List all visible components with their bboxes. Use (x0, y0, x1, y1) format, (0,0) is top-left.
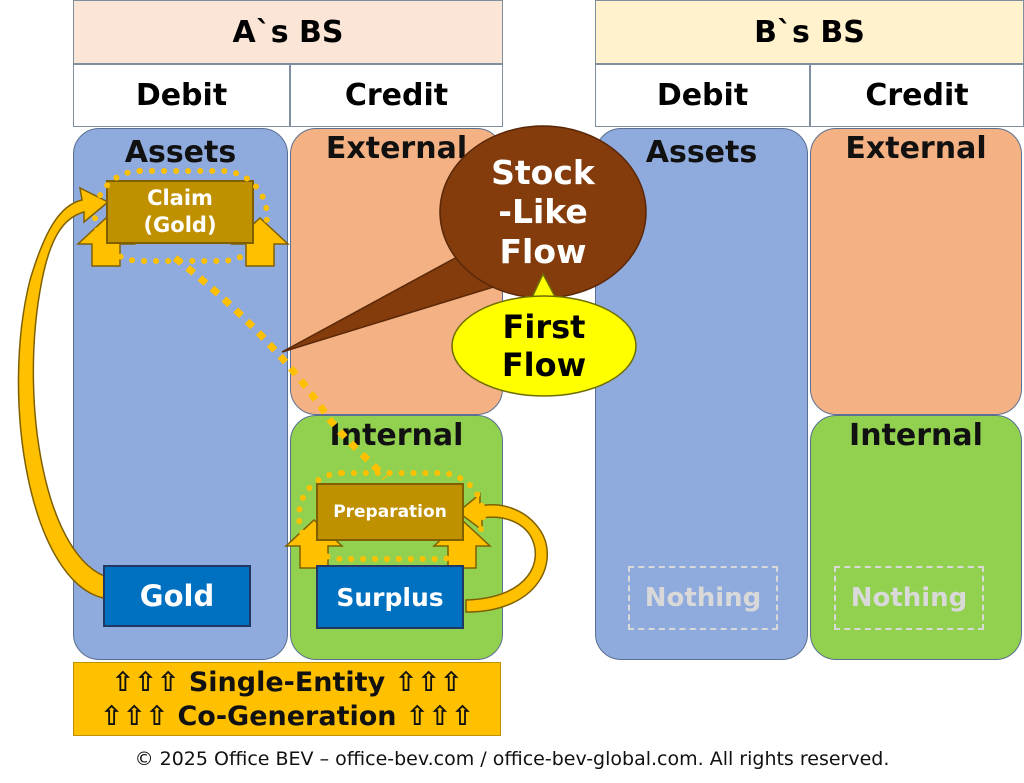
b-external-label: External (845, 131, 987, 166)
first-line2: Flow (501, 346, 587, 384)
a-bs-debit-header: Debit (73, 64, 290, 127)
banner-line2: ⇧⇧⇧ Co-Generation ⇧⇧⇧ (100, 701, 474, 732)
surplus-text: Surplus (336, 582, 444, 612)
a-bs-debit-text: Debit (135, 78, 228, 113)
b-assets-nothing-text: Nothing (644, 583, 762, 613)
b-internal-label: Internal (849, 418, 983, 453)
b-bs-credit-text: Credit (865, 78, 969, 113)
copyright-text: © 2025 Office BEV – office-bev.com / off… (134, 748, 890, 770)
first-flow-text: First Flow (470, 300, 618, 392)
stock-line3: Flow (499, 231, 587, 271)
b-bs-title: B`s BS (595, 0, 1024, 64)
banner-line1: ⇧⇧⇧ Single-Entity ⇧⇧⇧ (111, 667, 463, 698)
a-external-label: External (325, 131, 468, 166)
surplus-box: Surplus (316, 565, 464, 629)
stock-like-flow-text: Stock -Like Flow (460, 142, 626, 282)
gold-text: Gold (139, 579, 215, 613)
claim-dotted-outline (92, 168, 270, 264)
b-internal-nothing: Nothing (834, 566, 984, 630)
a-bs-credit-header: Credit (290, 64, 503, 127)
first-line1: First (502, 307, 586, 346)
preparation-dotted-outline (296, 470, 486, 562)
copyright-footer: © 2025 Office BEV – office-bev.com / off… (0, 742, 1024, 776)
claim-line2: (Gold) (143, 213, 217, 237)
b-bs-credit-header: Credit (810, 64, 1024, 127)
a-bs-title: A`s BS (73, 0, 503, 64)
b-bs-title-text: B`s BS (754, 14, 865, 50)
gold-to-claim-arrow (17, 186, 111, 599)
preparation-text: Preparation (333, 502, 447, 522)
gold-box: Gold (103, 565, 251, 627)
claim-line1: Claim (147, 185, 213, 210)
stock-line1: Stock (491, 152, 595, 192)
b-bs-debit-text: Debit (656, 78, 749, 113)
single-entity-co-generation-banner: ⇧⇧⇧ Single-Entity ⇧⇧⇧ ⇧⇧⇧ Co-Generation … (73, 662, 501, 736)
b-assets-nothing: Nothing (628, 566, 778, 630)
a-assets-label: Assets (124, 135, 237, 170)
a-bs-credit-text: Credit (344, 78, 449, 113)
first-flow-bubble (451, 295, 637, 397)
b-internal-nothing-text: Nothing (850, 583, 968, 613)
stock-line2: -Like (498, 192, 588, 232)
claim-preparation-dotted-link (172, 255, 388, 481)
a-bs-title-text: A`s BS (232, 14, 344, 50)
b-external-column: External (810, 128, 1022, 415)
b-bs-debit-header: Debit (595, 64, 810, 127)
b-assets-label: Assets (645, 135, 758, 170)
b-internal-column: Internal (810, 415, 1022, 660)
